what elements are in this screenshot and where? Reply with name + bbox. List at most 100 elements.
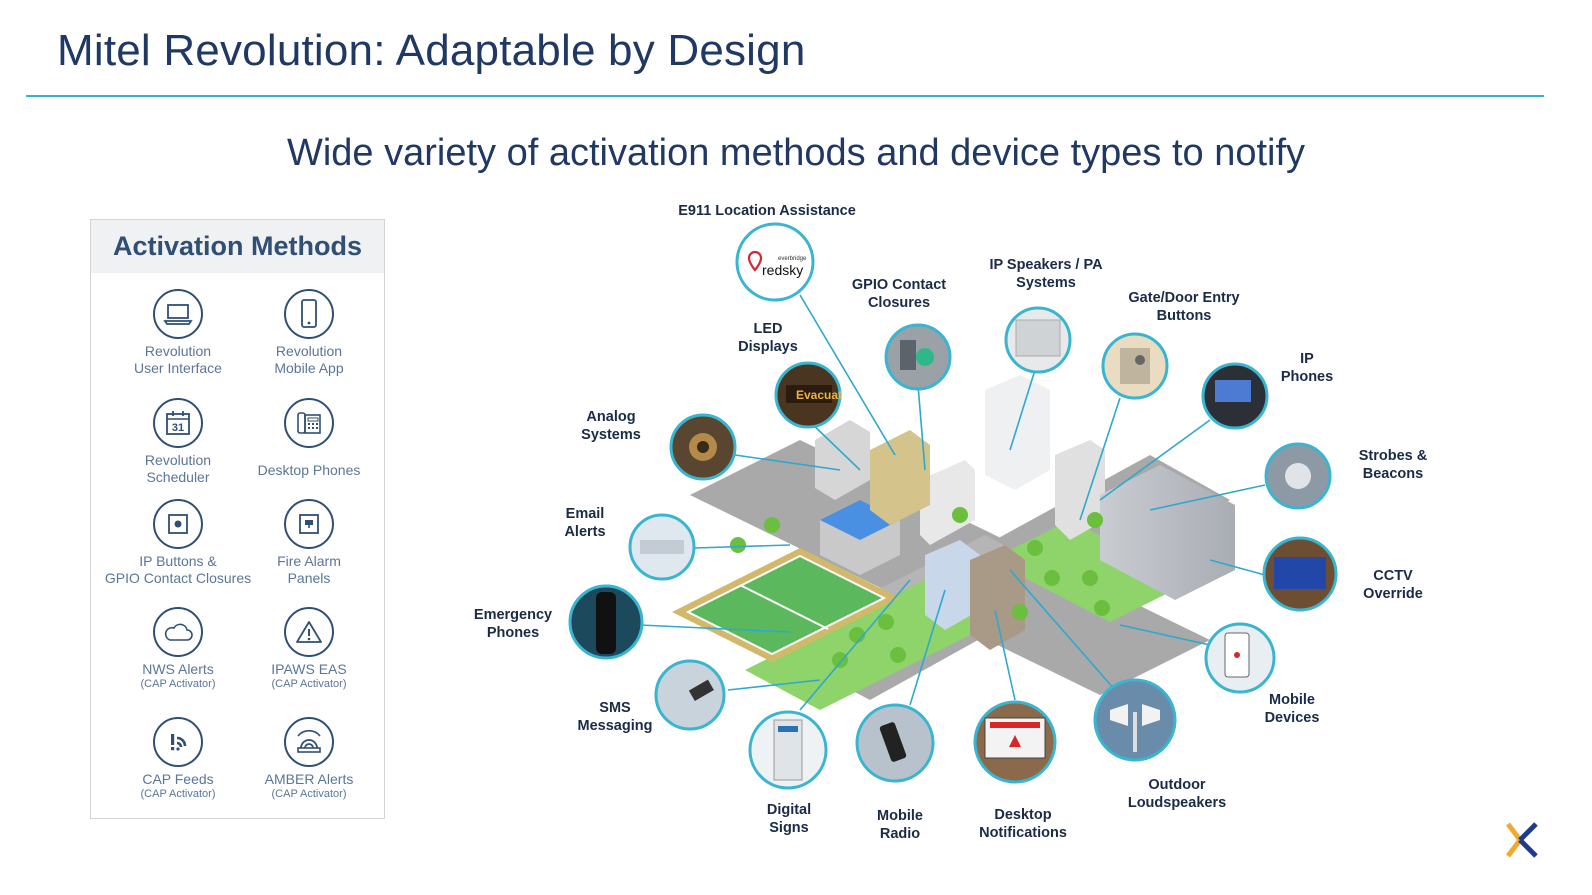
method-cap-feeds: CAP Feeds (CAP Activator) [103,717,253,801]
label-line: E911 Location Assistance [678,203,856,219]
label-line: Displays [738,339,798,355]
method-label: CAP Feeds [142,771,214,787]
label-line: Phones [486,625,540,641]
analog-horn-circle [669,413,737,481]
digital-sign-circle [748,710,828,790]
label-line: LED [753,321,783,337]
desktop-notification-circle [973,700,1057,784]
panel-header: Activation Methods [91,220,384,273]
redsky-device-circle: everbridge redsky [735,222,815,302]
label-line: Systems [581,427,641,443]
desk-phone-icon [284,398,334,448]
calendar-glyph: 31 [172,422,184,434]
cap-feed-icon [153,717,203,767]
label-line: Email [565,506,605,522]
mobile-device-circle [1204,622,1276,694]
method-sublabel: (CAP Activator) [140,678,216,690]
warning-icon [284,607,334,657]
label-sms-messaging: SMS Messaging [578,699,653,735]
page-title: Mitel Revolution: Adaptable by Design [57,26,806,75]
method-label: Panels [287,570,331,586]
method-label: Desktop Phones [257,462,361,478]
label-line: Digital [766,802,812,818]
label-strobes-beacons: Strobes & Beacons [1359,447,1428,483]
method-amber-alerts: AMBER Alerts (CAP Activator) [234,717,384,801]
label-e911: E911 Location Assistance [678,202,856,220]
activation-methods-panel: Activation Methods Revolution User Inter… [90,219,385,819]
cctv-monitor-circle [1262,536,1338,612]
label-line: Alerts [564,524,606,540]
label-line: Outdoor [1148,777,1206,793]
label-ip-phones: IP Phones [1281,350,1333,386]
label-line: Closures [867,295,931,311]
label-line: Desktop [994,807,1052,823]
emergency-phone-circle [568,584,644,660]
ip-phone-circle [1201,362,1269,430]
method-ipaws-eas: IPAWS EAS (CAP Activator) [234,607,384,691]
label-line: Notifications [979,825,1067,841]
label-line: Override [1363,586,1423,602]
method-sublabel: (CAP Activator) [271,678,347,690]
label-line: CCTV [1373,568,1413,584]
led-display-circle: Evacuat [774,361,842,429]
label-line: Mobile [877,808,923,824]
method-label: Revolution [275,343,343,359]
panel-title: Activation Methods [112,231,362,261]
label-line: Analog [586,409,636,425]
method-fire-alarm-panels: Fire Alarm Panels [234,499,384,587]
label-led-displays: LED Displays [738,320,798,356]
method-label: IPAWS EAS [271,661,347,677]
label-line: IP [1300,351,1314,367]
method-sublabel: (CAP Activator) [140,788,216,800]
mitel-logo-icon [1506,822,1538,858]
label-line: Buttons [1156,308,1212,324]
label-line: Phones [1280,369,1334,385]
method-label: NWS Alerts [142,661,214,677]
label-cctv-override: CCTV Override [1363,567,1423,603]
label-line: Gate/Door Entry [1128,290,1240,306]
method-label: AMBER Alerts [264,771,354,787]
everbridge-logo-text: everbridge [778,256,807,262]
led-display-glyph: Evacuat [796,388,842,402]
label-line: Messaging [577,718,653,734]
method-revolution-scheduler: 31 Revolution Scheduler [103,398,253,486]
ip-button-icon [153,499,203,549]
door-entry-circle [1101,332,1169,400]
label-line: GPIO Contact [851,277,947,293]
page-subtitle: Wide variety of activation methods and d… [286,132,1306,174]
sms-hand-circle [654,659,726,731]
mobile-radio-circle [855,703,935,783]
method-label: Fire Alarm [277,553,341,569]
label-line: Strobes & [1358,448,1428,464]
redsky-logo-text: redsky [762,262,803,278]
strobe-circle [1264,442,1332,510]
label-line: SMS [599,700,631,716]
method-label: User Interface [134,360,222,376]
gpio-contact-circle [884,323,952,391]
method-revolution-user-interface: Revolution User Interface [103,289,253,377]
label-line: Beacons [1362,466,1424,482]
cloud-icon [153,607,203,657]
label-line: Systems [1016,275,1076,291]
email-keyboard-circle [628,513,696,581]
method-label: Mobile App [274,360,344,376]
method-revolution-mobile-app: Revolution Mobile App [234,289,384,377]
method-ip-buttons-gpio: IP Buttons & GPIO Contact Closures [103,499,253,587]
method-label: Revolution [144,343,212,359]
label-line: Loudspeakers [1127,795,1227,811]
method-label: GPIO Contact Closures [104,570,252,586]
ip-speaker-circle [1004,306,1072,374]
label-line: Mobile [1269,692,1315,708]
calendar-icon: 31 [153,398,203,448]
method-desktop-phones: Desktop Phones [234,398,384,479]
method-label: IP Buttons & [139,553,217,569]
